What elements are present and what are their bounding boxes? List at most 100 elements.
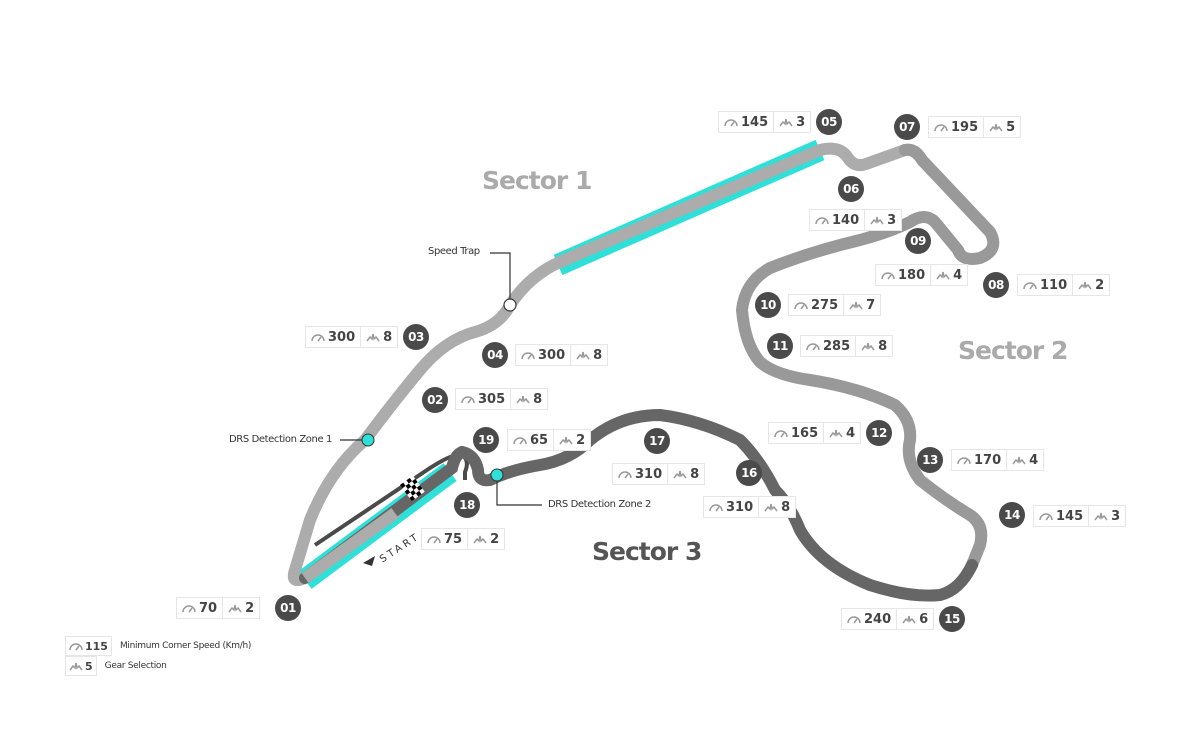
min-speed-value: 110 [1040, 277, 1068, 293]
speedometer-icon [815, 217, 829, 225]
speedometer-icon [69, 643, 83, 651]
gear-icon [576, 351, 590, 360]
main-straight [299, 446, 468, 584]
min-speed-box: 145 [1033, 505, 1090, 527]
turn-badge-03[interactable]: 03 [403, 324, 429, 350]
min-speed-box: 75 [421, 528, 469, 550]
speedometer-icon [521, 352, 535, 360]
turn-badge-05[interactable]: 05 [816, 109, 842, 135]
drs-detection-2-leader [496, 475, 542, 506]
turn-badge-09[interactable]: 09 [905, 228, 931, 254]
gear-icon [902, 615, 916, 624]
min-speed-value: 195 [951, 119, 979, 135]
min-speed-value: 305 [478, 391, 506, 407]
start-arrow-icon [363, 556, 375, 566]
gear-icon [228, 604, 242, 613]
speedometer-icon [461, 396, 475, 404]
turn-badge-11[interactable]: 11 [767, 333, 793, 359]
gear-icon [764, 503, 778, 512]
speedometer-icon [709, 504, 723, 512]
gear-box: 8 [759, 496, 797, 518]
speedometer-icon [182, 605, 196, 613]
turn-badge-06[interactable]: 06 [838, 176, 864, 202]
turn-badge-07[interactable]: 07 [894, 114, 920, 140]
min-speed-box: 310 [612, 463, 669, 485]
min-speed-value: 145 [741, 114, 769, 130]
finish-line-flag [400, 475, 425, 502]
gear-icon [366, 333, 380, 342]
min-speed-value: 285 [823, 338, 851, 354]
turn-badge-17[interactable]: 17 [644, 428, 670, 454]
min-speed-value: 165 [791, 425, 819, 441]
gear-value: 8 [690, 466, 700, 482]
turn-badge-10[interactable]: 10 [755, 292, 781, 318]
gear-box: 8 [361, 326, 399, 348]
turn-badge-12[interactable]: 12 [866, 420, 892, 446]
gear-value: 4 [1029, 452, 1039, 468]
drs-detection-2-marker[interactable] [490, 468, 504, 482]
gear-icon [870, 216, 884, 225]
min-speed-box: 65 [507, 429, 555, 451]
turn-badge-18[interactable]: 18 [454, 492, 480, 518]
min-speed-value: 75 [444, 531, 463, 547]
turn-badge-14[interactable]: 14 [999, 502, 1025, 528]
min-speed-value: 70 [199, 600, 218, 616]
legend-gear: 5 Gear Selection [65, 656, 167, 676]
min-speed-value: 140 [832, 212, 860, 228]
speedometer-icon [881, 272, 895, 280]
speedometer-icon [774, 430, 788, 438]
gear-box: 8 [668, 463, 706, 485]
min-speed-box: 300 [305, 326, 362, 348]
turn-badge-08[interactable]: 08 [983, 272, 1009, 298]
speed-trap-leader [490, 252, 511, 305]
turn-badge-13[interactable]: 13 [917, 447, 943, 473]
gear-icon [1078, 281, 1092, 290]
gear-icon [69, 662, 83, 671]
gear-box: 4 [1007, 449, 1045, 471]
speed-trap-label: Speed Trap [428, 246, 480, 257]
turn-badge-04[interactable]: 04 [482, 342, 508, 368]
min-speed-box: 300 [515, 344, 572, 366]
gear-icon [989, 123, 1003, 132]
turn-info-08: 110 2 [1017, 274, 1111, 296]
gear-icon [1094, 512, 1108, 521]
gear-box: 7 [844, 294, 882, 316]
gear-value: 2 [1095, 277, 1105, 293]
turn-info-11: 285 8 [800, 335, 894, 357]
turn-badge-01[interactable]: 01 [275, 595, 301, 621]
speedometer-icon [1023, 282, 1037, 290]
legend-gear-example: 5 [85, 659, 93, 673]
drs-detection-1-marker[interactable] [361, 433, 375, 447]
speedometer-icon [957, 457, 971, 465]
turn-badge-15[interactable]: 15 [939, 606, 965, 632]
speedometer-icon [1039, 513, 1053, 521]
gear-icon [1012, 456, 1026, 465]
turn-badge-16[interactable]: 16 [736, 460, 762, 486]
turn-badge-19[interactable]: 19 [473, 427, 499, 453]
gear-box: 2 [1073, 274, 1111, 296]
turn-badge-02[interactable]: 02 [422, 387, 448, 413]
speedometer-icon [311, 334, 325, 342]
gear-value: 8 [878, 338, 888, 354]
gear-icon [849, 301, 863, 310]
gear-box: 4 [824, 422, 862, 444]
gear-icon [473, 535, 487, 544]
gear-value: 8 [383, 329, 393, 345]
min-speed-box: 70 [176, 597, 224, 619]
min-speed-box: 110 [1017, 274, 1074, 296]
speed-trap-marker[interactable] [503, 298, 517, 312]
legend-speed-example: 115 [85, 639, 108, 653]
min-speed-value: 65 [530, 432, 549, 448]
speedometer-icon [934, 124, 948, 132]
